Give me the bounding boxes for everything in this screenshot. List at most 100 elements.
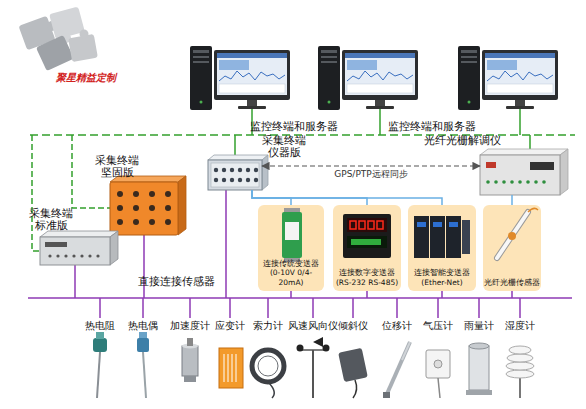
strain-gauge-icon <box>236 354 237 382</box>
acquisition-terminal: 采集终端 标准版 <box>40 237 110 265</box>
fiber-sensor-icon <box>528 208 538 212</box>
standard-terminal <box>48 254 51 257</box>
converter-box: 连接智能变送器 (Ether-Net) <box>408 205 476 291</box>
sensor-bus <box>74 265 76 298</box>
instrument-terminal <box>208 160 262 190</box>
fiber-sensor-icon <box>508 232 516 240</box>
barometer-icon <box>434 360 442 368</box>
sensor-bus <box>366 291 368 298</box>
anemometer-icon <box>297 345 304 352</box>
sensor-bus <box>352 298 354 318</box>
digital-transmitter-icon <box>359 221 365 229</box>
analog-transmitter-icon <box>282 212 302 258</box>
box-caption: 光纤光栅传感器 <box>484 278 540 288</box>
rugged-terminal <box>117 219 123 225</box>
sensor-bus <box>437 298 439 318</box>
displacement-icon <box>402 342 410 360</box>
thermocouple-icon <box>137 332 149 398</box>
rugged-terminal <box>110 176 186 235</box>
thermocouple-icon <box>139 332 147 338</box>
accelerometer-icon <box>182 338 198 382</box>
strain-gauge-icon <box>224 354 225 382</box>
sensor-bus <box>511 291 513 298</box>
thermocouple-icon <box>143 352 146 398</box>
connector-line <box>252 190 291 205</box>
standard-terminal <box>96 254 99 257</box>
sensor-bus <box>441 291 443 298</box>
smart-transmitter-icon <box>417 222 426 227</box>
fiber-interrogator-device <box>502 180 506 184</box>
analog-transmitter-icon <box>285 222 299 240</box>
fiber-interrogator-device <box>560 149 568 195</box>
inclinometer-icon <box>338 348 368 382</box>
acquisition-terminal: 采集终端 坚固版 <box>110 182 178 235</box>
strain-gauge-icon <box>228 354 229 382</box>
standard-terminal <box>40 231 118 237</box>
rugged-terminal <box>178 176 186 235</box>
digital-transmitter-icon <box>351 239 381 245</box>
rugged-terminal <box>117 191 123 197</box>
standard-terminal <box>56 254 59 257</box>
sensor-bus <box>99 298 101 318</box>
rugged-terminal <box>133 205 139 211</box>
standard-terminal <box>45 242 67 247</box>
standard-terminal <box>110 231 118 265</box>
inclinometer-icon <box>353 380 357 398</box>
connector-line <box>252 190 442 205</box>
fiber-interrogator-device <box>518 180 522 184</box>
fiber-interrogator-device <box>486 180 490 184</box>
fiber-interrogator-device <box>542 180 546 184</box>
humidity-icon <box>509 346 531 354</box>
device-label: 光纤光栅解调仪 <box>416 135 508 147</box>
sensor-bus <box>478 298 480 318</box>
analog-transmitter-icon <box>284 258 300 262</box>
accelerometer-icon <box>182 346 198 376</box>
instrument-terminal <box>246 178 250 182</box>
fiber-sensor-icon <box>497 212 528 258</box>
sensor-bus <box>312 298 314 318</box>
rugged-terminal <box>165 219 171 225</box>
rugged-terminal <box>117 205 123 211</box>
anemometer-icon <box>300 349 326 351</box>
humidity-icon <box>507 354 533 362</box>
instrument-terminal <box>238 168 242 172</box>
sensor-bus <box>142 298 144 318</box>
inclinometer-icon <box>338 348 368 398</box>
displacement-icon <box>383 342 410 398</box>
smart-transmitter-icon <box>414 216 429 258</box>
standard-terminal <box>88 254 91 257</box>
fiber-interrogator-device <box>534 180 538 184</box>
rugged-terminal <box>133 219 139 225</box>
smart-transmitter-icon <box>430 216 445 258</box>
analog-transmitter-icon <box>282 208 302 262</box>
anemometer-icon <box>312 350 314 398</box>
sensor-label: 应变计 <box>198 320 262 332</box>
fiber-interrogator-device <box>486 162 496 168</box>
fiber-sensor-icon <box>497 208 538 258</box>
sensor-label: 湿度计 <box>488 320 552 332</box>
smart-transmitter-icon <box>449 222 458 227</box>
instrument-terminal <box>262 155 268 190</box>
digital-transmitter-icon <box>347 236 387 248</box>
acquisition-terminal: 采集终端 仪器版 <box>208 160 262 190</box>
sensor-bus <box>28 297 572 299</box>
accelerometer-icon <box>184 376 196 382</box>
fiber-grating-interrogator: 光纤光栅解调仪 <box>480 155 560 195</box>
anemometer-icon <box>297 337 330 398</box>
thermistor-icon <box>93 332 107 398</box>
sensor-label: 气压计 <box>406 320 470 332</box>
instrument-terminal <box>211 163 259 187</box>
device-label: 采集终端 仪器版 <box>256 135 312 159</box>
strain-gauge-icon <box>219 348 243 388</box>
puzzle-logo <box>80 30 89 39</box>
box-caption: 连接数字变送器 (RS-232 RS-485) <box>334 268 400 287</box>
instrument-terminal <box>214 178 218 182</box>
box-caption: 连接传统变送器 (0-10V 0/4-20mA) <box>259 259 323 288</box>
converter-box: 连接数字变送器 (RS-232 RS-485) <box>333 205 401 291</box>
ethernet-bus <box>529 135 531 149</box>
bus-label: 直接连接传感器 <box>138 275 228 288</box>
ethernet-bus <box>519 109 521 135</box>
